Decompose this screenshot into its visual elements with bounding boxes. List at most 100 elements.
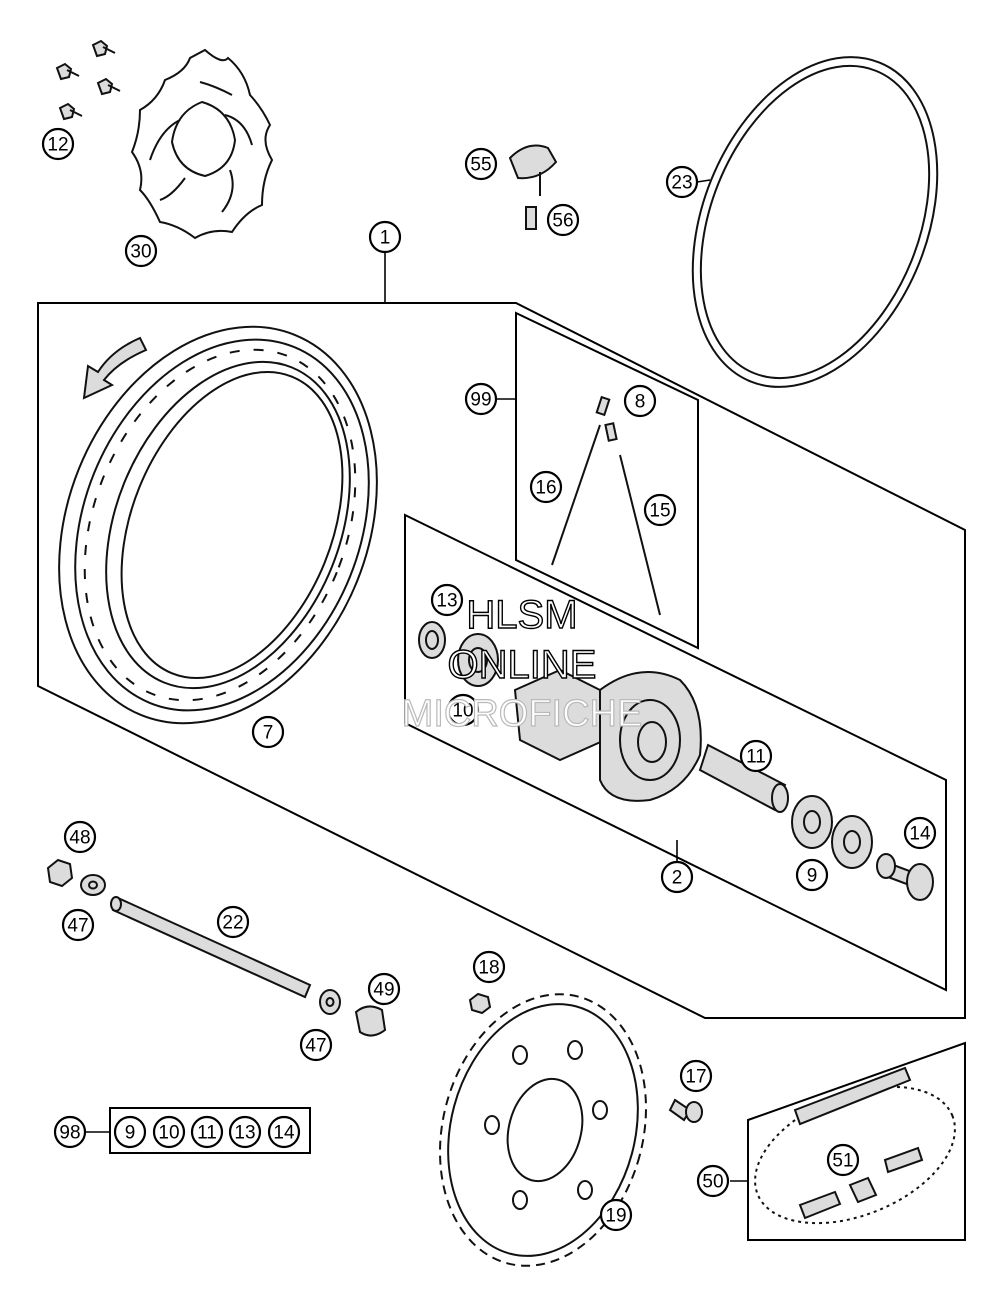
callout-label: 47 <box>305 1036 326 1057</box>
callout-98[interactable]: 98 <box>53 1115 87 1149</box>
callout-label: 9 <box>125 1123 136 1144</box>
callout-13[interactable]: 13 <box>430 583 464 617</box>
rim-band <box>691 56 939 388</box>
callout-19[interactable]: 19 <box>599 1198 633 1232</box>
callout-label: 30 <box>130 242 151 263</box>
callout-12[interactable]: 12 <box>41 127 75 161</box>
callout-label: 11 <box>746 747 766 768</box>
callout-51[interactable]: 51 <box>826 1143 860 1177</box>
callout-10[interactable]: 10 <box>446 693 480 727</box>
axle-spacer <box>876 853 934 901</box>
callout-14[interactable]: 14 <box>903 816 937 850</box>
watermark-line-3: MICROFICHE <box>402 693 643 735</box>
callout-label: 12 <box>47 135 68 156</box>
callout-16[interactable]: 16 <box>529 470 563 504</box>
drive-chain <box>754 1066 956 1225</box>
callout-55[interactable]: 55 <box>464 147 498 181</box>
watermark-line-1: HLSM <box>466 593 577 637</box>
axle-cap <box>354 1005 387 1037</box>
sprocket-nut <box>468 992 492 1015</box>
kit-98-frame <box>86 1107 311 1154</box>
callout-label: 99 <box>470 390 491 411</box>
callout-label: 11 <box>197 1123 217 1144</box>
hub-bearing-left <box>457 633 499 687</box>
callout-9[interactable]: 9 <box>795 858 829 892</box>
callout-11[interactable]: 11 <box>739 739 773 773</box>
callout-8[interactable]: 8 <box>623 384 657 418</box>
callout-label: 14 <box>909 824 931 845</box>
axle <box>110 896 312 999</box>
valve-nut <box>525 206 537 230</box>
kit-98-item-11[interactable]: 11 <box>190 1115 224 1149</box>
tyre-valve <box>508 144 558 196</box>
callout-47-right[interactable]: 47 <box>299 1028 333 1062</box>
kit-98-item-9[interactable]: 9 <box>113 1115 147 1149</box>
watermark-line-2: ONLINE <box>448 643 597 687</box>
rear-sprocket <box>439 993 647 1267</box>
callout-label: 7 <box>263 723 274 744</box>
callout-label: 13 <box>436 591 457 612</box>
washer-left <box>80 874 106 896</box>
callout-label: 2 <box>672 868 683 889</box>
callout-label: 14 <box>273 1123 295 1144</box>
callout-48[interactable]: 48 <box>63 820 97 854</box>
kit-98-item-14[interactable]: 14 <box>267 1115 301 1149</box>
callout-label: 50 <box>702 1172 723 1193</box>
callout-label: 8 <box>635 392 646 413</box>
axle-nut <box>46 858 74 888</box>
callout-label: 23 <box>671 173 692 194</box>
sprocket-bolt <box>668 1098 703 1123</box>
rim <box>58 325 378 725</box>
callout-label: 22 <box>222 913 243 934</box>
callout-17[interactable]: 17 <box>679 1059 713 1093</box>
callout-label: 18 <box>478 958 499 979</box>
callout-label: 47 <box>67 916 88 937</box>
callout-label: 98 <box>59 1123 80 1144</box>
spoke-kit-frame <box>497 311 699 650</box>
wheel-assembly-frame <box>37 252 966 1019</box>
hub-assembly-frame <box>404 513 947 992</box>
chain-master-link <box>848 1176 878 1204</box>
callout-label: 48 <box>69 828 90 849</box>
rotation-arrow-icon <box>82 336 148 400</box>
callout-label: 56 <box>552 211 573 232</box>
chain-frame <box>730 1041 966 1241</box>
watermark: HLSM ONLINE MICROFICHE <box>401 592 643 735</box>
callout-label: 15 <box>649 501 670 522</box>
callout-18[interactable]: 18 <box>472 950 506 984</box>
leader-lines <box>696 179 711 183</box>
callout-99[interactable]: 99 <box>464 382 498 416</box>
hub-bearing-right <box>791 795 873 869</box>
callout-7[interactable]: 7 <box>251 715 285 749</box>
callout-2[interactable]: 2 <box>660 860 694 894</box>
callout-1[interactable]: 1 <box>368 220 402 254</box>
callout-label: 10 <box>452 701 473 722</box>
kit-98-item-13[interactable]: 13 <box>228 1115 262 1149</box>
callout-15[interactable]: 15 <box>643 493 677 527</box>
callout-label: 51 <box>832 1151 853 1172</box>
callout-label: 10 <box>158 1123 179 1144</box>
rear-hub <box>513 668 702 802</box>
washer-right <box>319 989 341 1015</box>
callout-56[interactable]: 56 <box>546 203 580 237</box>
callout-50[interactable]: 50 <box>696 1164 730 1198</box>
callout-22[interactable]: 22 <box>216 905 250 939</box>
callout-label: 19 <box>605 1206 626 1227</box>
brake-disc <box>130 48 274 240</box>
callout-label: 13 <box>234 1123 255 1144</box>
spokes <box>551 395 661 616</box>
callout-label: 1 <box>380 228 391 249</box>
callout-49[interactable]: 49 <box>367 972 401 1006</box>
shaft-seal <box>418 621 446 659</box>
callout-23[interactable]: 23 <box>665 165 699 199</box>
callout-label: 17 <box>685 1067 706 1088</box>
kit-98-item-10[interactable]: 10 <box>152 1115 186 1149</box>
callout-47-left[interactable]: 47 <box>61 908 95 942</box>
callout-30[interactable]: 30 <box>124 234 158 268</box>
callout-label: 49 <box>373 980 394 1001</box>
disc-bolts <box>55 39 121 121</box>
callout-label: 55 <box>470 155 491 176</box>
callout-label: 9 <box>807 866 818 887</box>
callout-label: 16 <box>535 478 556 499</box>
